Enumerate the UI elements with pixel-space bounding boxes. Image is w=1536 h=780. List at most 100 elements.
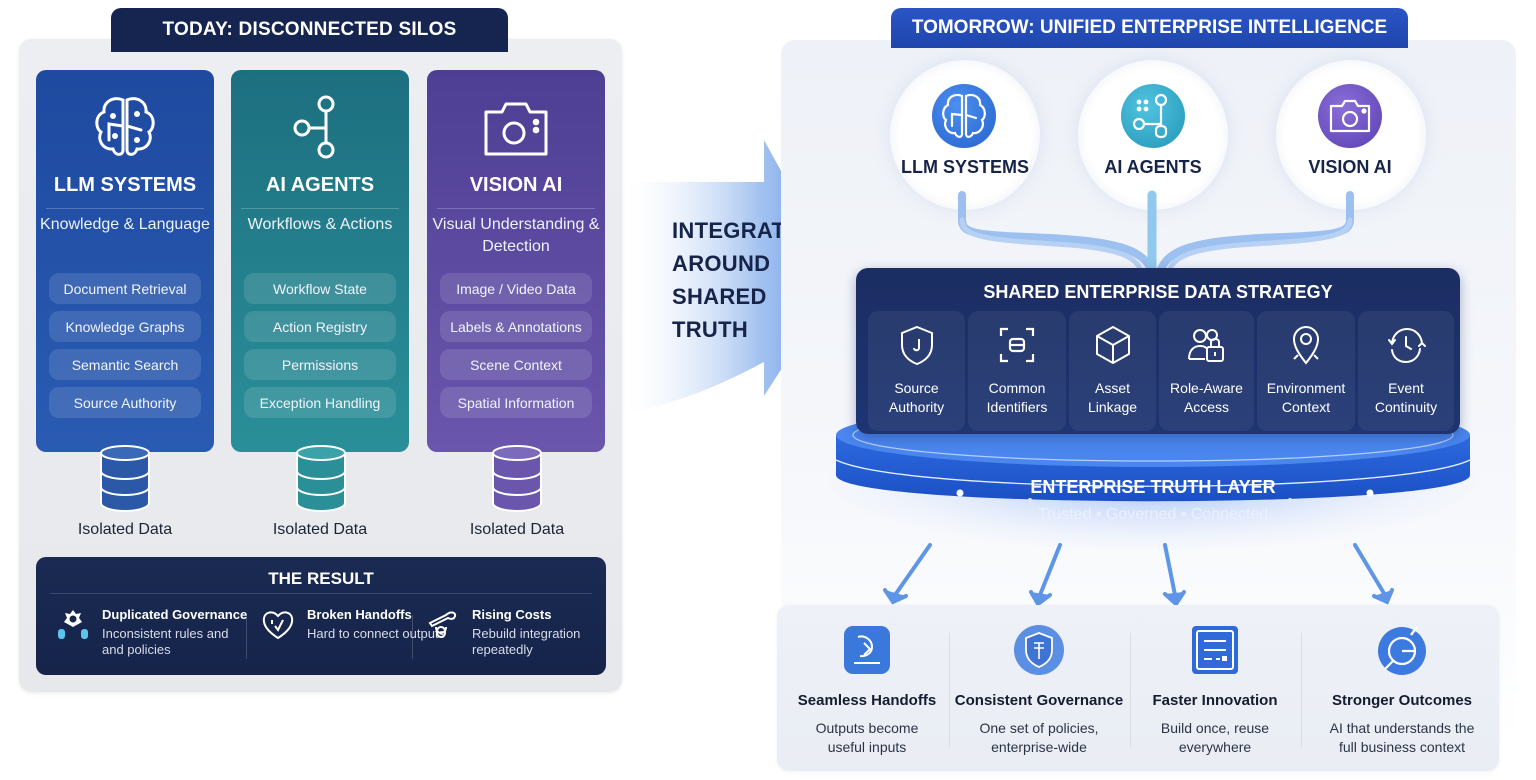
result-item-title: Duplicated Governance — [102, 607, 248, 622]
silo-item: Action Registry — [244, 311, 396, 342]
benefit-desc-line: enterprise-wide — [991, 739, 1087, 755]
brain-icon — [942, 93, 986, 138]
pillar-line: Linkage — [1087, 399, 1138, 415]
governance-shield-icon — [1014, 625, 1064, 675]
camera-icon — [1329, 99, 1371, 133]
divider — [437, 208, 595, 209]
benefit-card: Stronger Outcomes AI that understands th… — [1312, 605, 1492, 771]
scan-id-icon — [999, 327, 1035, 363]
silo-name: LLM SYSTEMS — [53, 174, 197, 196]
pillar-line: Common — [988, 380, 1046, 396]
divider — [1301, 633, 1302, 747]
pillar-line: Continuity — [1374, 399, 1438, 415]
benefit-desc-line: full business context — [1338, 739, 1466, 755]
benefit-desc: Build once, reuse everywhere — [1125, 719, 1305, 757]
integrate-line: SHARED — [672, 284, 767, 309]
pillar-line: Context — [1281, 399, 1331, 415]
brain-icon — [95, 97, 155, 156]
silo-item: Semantic Search — [49, 349, 201, 380]
system-agents-badge — [1121, 84, 1185, 148]
isolated-data-label: Isolated Data — [272, 521, 368, 538]
database-icon — [296, 445, 346, 512]
benefit-desc-line: AI that understands the — [1329, 720, 1475, 736]
handoff-icon — [844, 626, 890, 674]
pillar-line: Asset — [1094, 380, 1130, 396]
divider — [246, 615, 247, 659]
result-item-title: Broken Handoffs — [307, 607, 412, 622]
broken-heart-icon — [262, 611, 294, 640]
benefit-desc: One set of policies,enterprise-wide — [949, 719, 1129, 757]
truth-layer-title: ENTERPRISE TRUTH LAYER — [1030, 477, 1276, 497]
cube-icon — [1095, 326, 1130, 364]
workflow-nodes-icon — [293, 95, 335, 159]
divider — [46, 208, 204, 209]
camera-icon — [484, 102, 548, 156]
pillar-line: Source — [894, 380, 939, 396]
integrate-line: INTEGRATE — [672, 218, 801, 243]
benefit-desc-line: everywhere — [1178, 739, 1252, 755]
system-vision-badge — [1318, 84, 1382, 148]
shield-icon — [900, 325, 933, 366]
system-name: AI AGENTS — [1104, 157, 1202, 177]
benefit-desc-line: Build once, reuse — [1160, 720, 1270, 736]
silo-name: AI AGENTS — [265, 174, 375, 196]
strategy-title: SHARED ENTERPRISE DATA STRATEGY — [983, 282, 1333, 302]
integrate-line: AROUND — [672, 251, 771, 276]
silo-item: Document Retrieval — [49, 273, 201, 304]
result-box: THE RESULT Duplicated Governance Inconsi… — [36, 557, 606, 675]
target-search-icon — [1378, 626, 1426, 675]
silo-item: Permissions — [244, 349, 396, 380]
pillar-line: Role-Aware — [1170, 380, 1243, 396]
integrate-line: TRUTH — [672, 317, 749, 342]
divider — [241, 208, 399, 209]
benefit-desc-line: useful inputs — [827, 739, 907, 755]
today-title: TODAY: DISCONNECTED SILOS — [111, 8, 508, 52]
location-pin-icon — [1292, 325, 1320, 365]
clock-cycle-icon — [1388, 327, 1426, 364]
result-item: Broken Handoffs Hard to connect outputs — [261, 603, 445, 663]
silo-item: Labels & Annotations — [440, 311, 592, 342]
document-form-icon — [1192, 626, 1238, 674]
pillar-line: Access — [1183, 399, 1230, 415]
pillar-line: Authority — [888, 399, 945, 415]
silo-item: Workflow State — [244, 273, 396, 304]
silo-item: Source Authority — [49, 387, 201, 418]
silo-llm-systems: LLM SYSTEMS Knowledge & Language Documen… — [36, 70, 214, 452]
benefit-title: Stronger Outcomes — [1331, 692, 1473, 709]
benefit-desc-line: Outputs become — [815, 720, 919, 736]
user-lock-icon — [1187, 329, 1224, 362]
silo-item: Knowledge Graphs — [49, 311, 201, 342]
divider — [50, 593, 592, 594]
benefit-card: Consistent Governance One set of policie… — [949, 605, 1129, 771]
truth-layer-subtitle: Trusted • Governed • Connected — [1037, 506, 1269, 523]
workflow-nodes-icon — [1132, 93, 1168, 139]
result-item-title: Rising Costs — [472, 607, 552, 622]
divider — [949, 633, 950, 747]
silo-vision-ai: VISION AI Visual Understanding & Detecti… — [427, 70, 605, 452]
outcome-arrows — [883, 543, 1394, 608]
silo-subtitle: Knowledge & Language — [40, 216, 210, 233]
result-item-desc: Hard to connect outputs — [307, 626, 446, 641]
silo-item: Exception Handling — [244, 387, 396, 418]
system-llm-badge — [932, 84, 996, 148]
result-item: Duplicated Governance Inconsistent rules… — [56, 603, 248, 663]
divider — [412, 615, 413, 659]
silo-item: Spatial Information — [440, 387, 592, 418]
benefit-desc: AI that understands the full business con… — [1312, 719, 1492, 757]
money-drain-icon — [428, 611, 457, 638]
pillar-line: Event — [1388, 380, 1424, 396]
silo-item: Scene Context — [440, 349, 592, 380]
system-name: VISION AI — [1308, 157, 1392, 177]
